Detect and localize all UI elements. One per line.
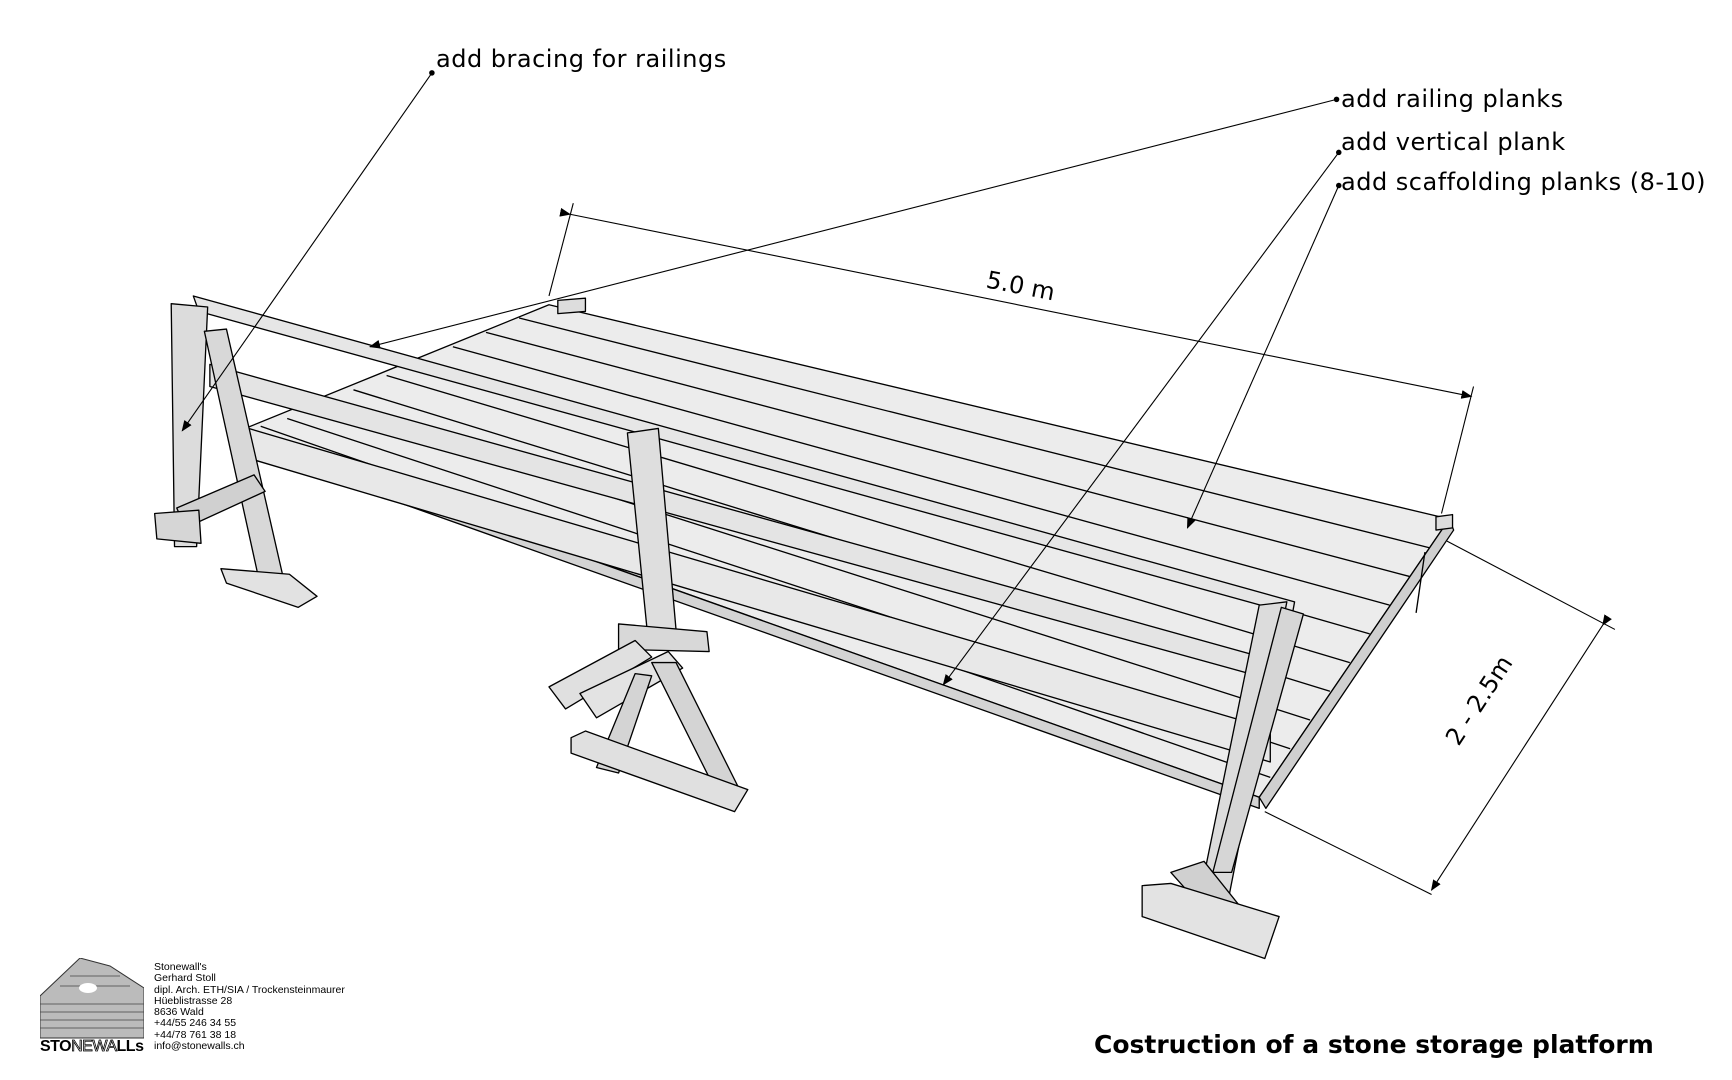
annotation-vertical-plank: add vertical plank (1341, 128, 1566, 156)
logo-text-hollow: NEWA (71, 1038, 118, 1056)
logo-text-end: LLs (116, 1038, 144, 1055)
logo-text-solid: STO (40, 1038, 72, 1055)
annotation-scaffolding-planks: add scaffolding planks (8-10) (1341, 168, 1706, 196)
leader-bracing (181, 72, 433, 432)
contact-profession: dipl. Arch. ETH/SIA / Trockensteinmaurer (154, 983, 345, 996)
leader-vertical-plank (942, 152, 1340, 686)
dimension-width (1264, 540, 1616, 895)
annotation-bracing: add bracing for railings (436, 45, 727, 73)
contact-street: Hüeblistrasse 28 (154, 994, 233, 1007)
contact-phone-1: +44/55 246 34 55 (154, 1017, 237, 1030)
leader-railing-planks (368, 98, 1337, 349)
stonewalls-logo (40, 958, 144, 1039)
logo-wordmark: STONEWALLs (40, 1038, 144, 1056)
leader-scaffolding (1186, 185, 1340, 529)
drawing-title: Costruction of a stone storage platform (1094, 1030, 1654, 1059)
contact-email: info@stonewalls.ch (154, 1040, 245, 1053)
annotation-railing-planks: add railing planks (1341, 85, 1564, 113)
contact-phone-2: +44/78 761 38 18 (154, 1028, 237, 1041)
dimension-length (548, 203, 1475, 514)
contact-name: Gerhard Stoll (154, 972, 216, 985)
contact-city: 8636 Wald (154, 1006, 204, 1019)
contact-block: Stonewall's Gerhard Stoll dipl. Arch. ET… (154, 961, 345, 1053)
contact-company: Stonewall's (154, 961, 207, 973)
